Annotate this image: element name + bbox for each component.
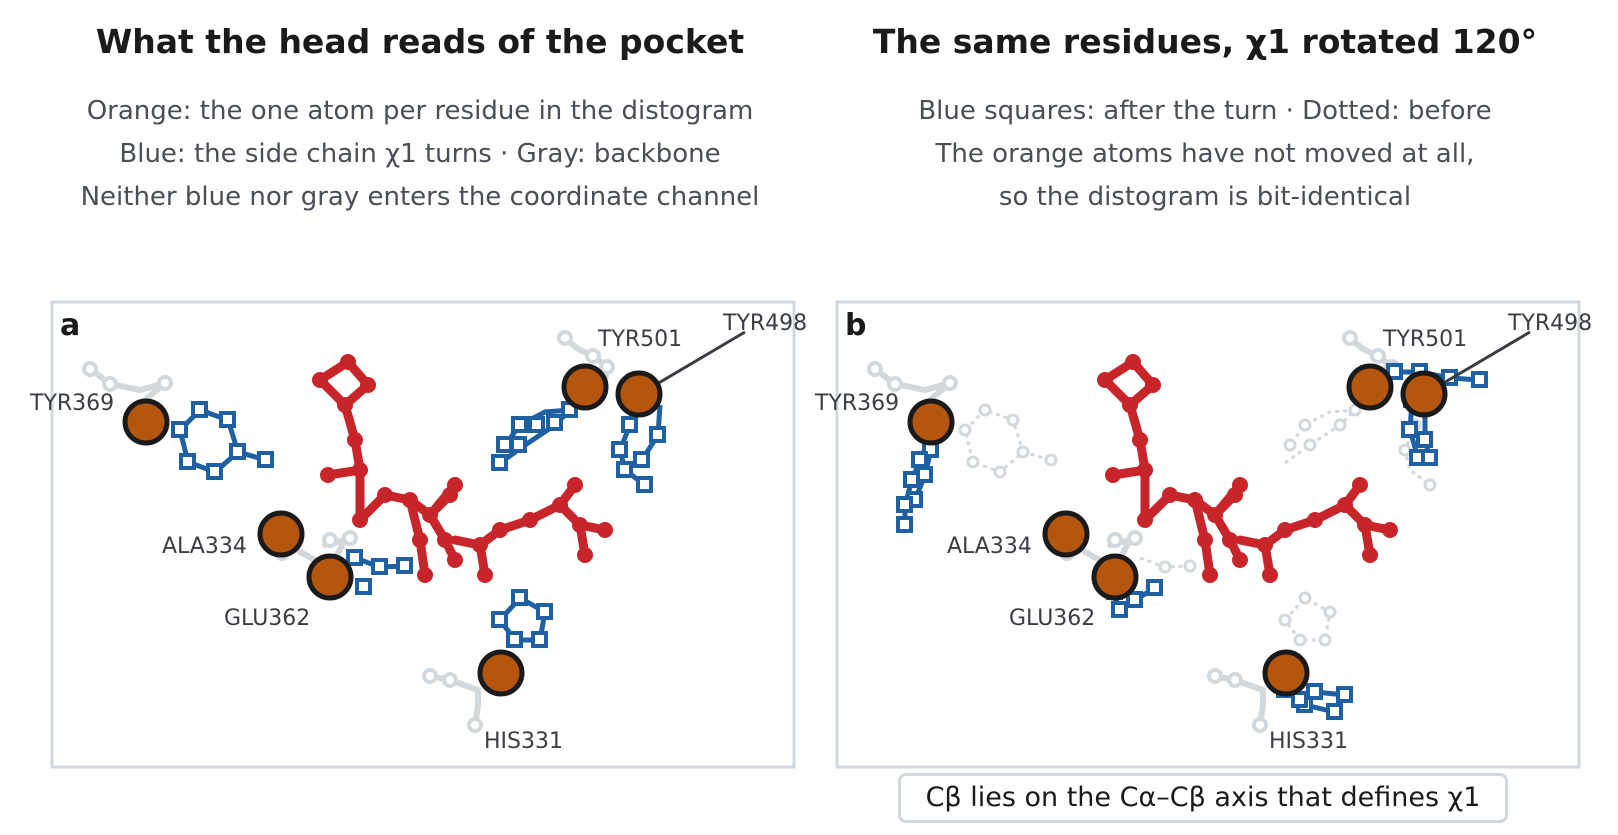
residue-label-tyr369: TYR369 [29, 391, 114, 416]
panel-b-subtitle-line: Blue squares: after the turn · Dotted: b… [918, 96, 1492, 126]
residue-label-ala334: ALA334 [162, 534, 247, 559]
panel-a-structure: TYR369 ALA334 GLU362 HIS331 TYR501 TYR49… [29, 311, 807, 754]
residue-label-tyr369: TYR369 [814, 391, 899, 416]
panel-a-title: What the head reads of the pocket [95, 22, 745, 61]
cb-atom-glu362 [1091, 553, 1139, 601]
residue-label-his331: HIS331 [1269, 729, 1348, 754]
panel-b-subtitle-line: The orange atoms have not moved at all, [935, 139, 1475, 169]
backbone-atoms [867, 330, 1400, 733]
panel-a-subtitle-line: Orange: the one atom per residue in the … [86, 96, 754, 126]
panel-a-subtitle-line: Blue: the side chain χ1 turns · Gray: ba… [119, 139, 721, 169]
panel-b-caption: Cβ lies on the Cα–Cβ axis that defines χ… [898, 773, 1508, 823]
cb-atom-tyr501 [1346, 363, 1394, 411]
residue-label-tyr498: TYR498 [1507, 311, 1592, 336]
cb-atom-ala334 [257, 510, 305, 558]
cb-atom-glu362 [306, 553, 354, 601]
side-chain-atoms [171, 386, 666, 648]
residue-label-tyr501: TYR501 [1382, 327, 1467, 352]
cb-atoms [122, 363, 663, 697]
cb-atom-his331 [1262, 649, 1310, 697]
residue-label-tyr501: TYR501 [597, 327, 682, 352]
panel-b-subtitle-line: so the distogram is bit-identical [998, 182, 1412, 212]
residue-label-glu362: GLU362 [1009, 606, 1095, 631]
panel-b-letter: b [845, 308, 866, 343]
panel-a-frame [50, 300, 796, 769]
cb-atom-tyr369 [907, 398, 955, 446]
side-chains [177, 394, 663, 643]
residue-label-tyr498: TYR498 [722, 311, 807, 336]
panel-b-subtitle: Blue squares: after the turn · Dotted: b… [805, 90, 1605, 219]
panel-a-subtitle: Orange: the one atom per residue in the … [20, 90, 820, 219]
backbone-atoms [82, 330, 615, 733]
cb-atom-ala334 [1042, 510, 1090, 558]
ligand-atoms [1097, 354, 1398, 583]
residue-label-his331: HIS331 [484, 729, 563, 754]
cb-atom-tyr498 [1400, 370, 1448, 418]
panel-b-title: The same residues, χ1 rotated 120° [872, 22, 1538, 61]
panel-a-letter: a [60, 308, 80, 343]
panel-a-subtitle-line: Neither blue nor gray enters the coordin… [80, 182, 760, 212]
side-chain-atoms-after [896, 363, 1488, 720]
residue-label-glu362: GLU362 [224, 606, 310, 631]
panel-b-frame [835, 300, 1581, 769]
ligand-atoms [312, 354, 613, 583]
cb-atom-tyr501 [561, 363, 609, 411]
cb-atom-his331 [477, 649, 525, 697]
cb-atoms [907, 363, 1448, 697]
panel-b-structure: TYR369 ALA334 GLU362 HIS331 TYR501 TYR49… [814, 311, 1592, 754]
residue-label-ala334: ALA334 [947, 534, 1032, 559]
cb-atom-tyr498 [615, 370, 663, 418]
cb-atom-tyr369 [122, 398, 170, 446]
side-chain-atoms-before [958, 403, 1437, 647]
